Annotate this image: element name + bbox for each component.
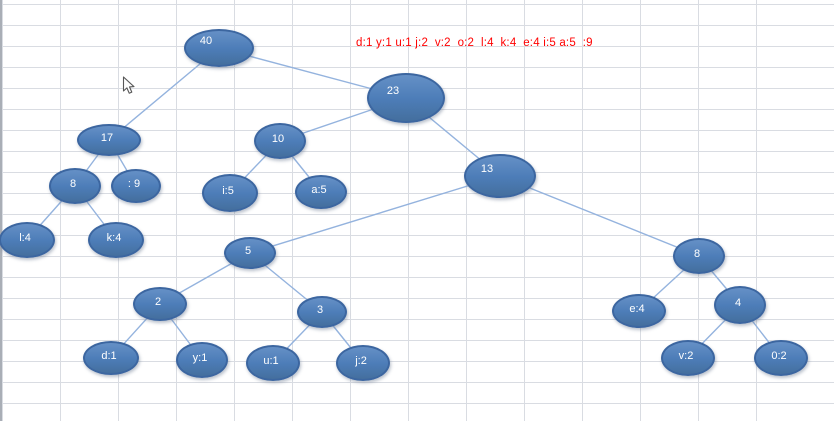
sheet-left-edge xyxy=(0,0,2,421)
frequency-legend[interactable]: d:1 y:1 u:1 j:2 v:2 o:2 l:4 k:4 e:4 i:5 … xyxy=(356,37,593,49)
tree-node-label: 2 xyxy=(154,296,162,308)
tree-node-nsp9[interactable]: : 9 xyxy=(111,169,161,203)
tree-node-label: : 9 xyxy=(127,178,141,190)
tree-node-nk4[interactable]: k:4 xyxy=(88,222,144,258)
tree-node-label: 10 xyxy=(271,133,285,145)
tree-node-label: 0:2 xyxy=(771,350,787,362)
tree-node-label: 13 xyxy=(480,163,494,175)
tree-node-label: 4 xyxy=(734,297,742,309)
tree-node-n8R[interactable]: 8 xyxy=(673,238,725,274)
tree-node-label: l:4 xyxy=(19,232,31,244)
tree-node-n5[interactable]: 5 xyxy=(224,237,276,269)
tree-node-label: y:1 xyxy=(192,352,208,364)
tree-node-ny1[interactable]: y:1 xyxy=(176,342,228,378)
tree-node-n8L[interactable]: 8 xyxy=(49,168,101,204)
tree-node-nv2[interactable]: v:2 xyxy=(661,340,715,376)
tree-node-no2[interactable]: 0:2 xyxy=(754,340,808,376)
tree-node-n4[interactable]: 4 xyxy=(714,286,766,324)
tree-node-label: a:5 xyxy=(311,184,327,196)
tree-node-n23[interactable]: 23 xyxy=(367,73,445,123)
tree-node-label: e:4 xyxy=(629,303,645,315)
tree-node-n10[interactable]: 10 xyxy=(254,123,306,159)
tree-node-label: u:1 xyxy=(263,355,279,367)
tree-node-nj2[interactable]: j:2 xyxy=(336,345,390,381)
tree-node-ni5[interactable]: i:5 xyxy=(202,174,258,212)
tree-node-label: k:4 xyxy=(106,232,122,244)
tree-node-label: i:5 xyxy=(222,185,234,197)
tree-node-label: 17 xyxy=(100,132,114,144)
tree-node-label: v:2 xyxy=(678,350,694,362)
tree-node-n3[interactable]: 3 xyxy=(297,296,347,328)
tree-node-na5[interactable]: a:5 xyxy=(295,175,347,209)
tree-node-n13[interactable]: 13 xyxy=(464,154,536,198)
tree-node-label: d:1 xyxy=(101,350,117,362)
tree-node-n2[interactable]: 2 xyxy=(133,287,187,321)
tree-node-nd1[interactable]: d:1 xyxy=(83,341,139,375)
tree-node-label: 3 xyxy=(316,304,324,316)
tree-node-label: 5 xyxy=(244,245,252,257)
tree-node-nl4[interactable]: l:4 xyxy=(0,222,55,258)
tree-node-label: 8 xyxy=(693,248,701,260)
tree-node-n40[interactable]: 40 xyxy=(184,29,254,67)
tree-node-label: 23 xyxy=(386,85,400,97)
tree-edge-n13-n8R[interactable] xyxy=(499,175,700,257)
tree-node-label: j:2 xyxy=(355,355,367,367)
tree-node-ne4[interactable]: e:4 xyxy=(612,294,666,328)
tree-node-label: 40 xyxy=(199,35,213,47)
tree-node-label: 8 xyxy=(69,178,77,190)
tree-edge-n13-n5[interactable] xyxy=(249,175,501,254)
tree-node-n17[interactable]: 17 xyxy=(77,124,141,156)
tree-node-nu1[interactable]: u:1 xyxy=(246,345,300,381)
